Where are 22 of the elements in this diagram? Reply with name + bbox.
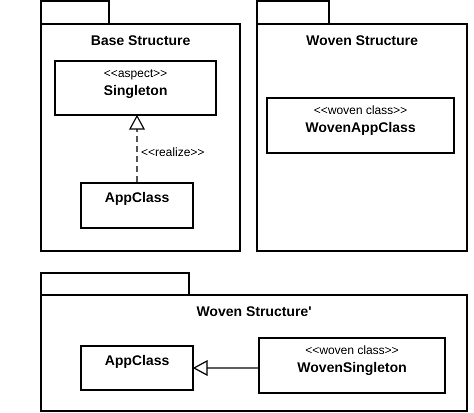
class-name: AppClass — [104, 188, 170, 206]
package-title: Base Structure — [90, 32, 192, 48]
package-title: Woven Structure' — [195, 303, 313, 319]
package-frame — [40, 272, 468, 412]
class-name: Singleton — [104, 81, 168, 99]
class-box — [54, 60, 217, 116]
stereotype-label: <<woven class>> — [314, 103, 408, 118]
package-frame — [40, 0, 241, 252]
edge-label: <<realize>> — [140, 145, 206, 159]
stereotype-label: <<aspect>> — [104, 66, 168, 81]
class-box — [258, 337, 446, 394]
class-name: WovenAppClass — [305, 118, 416, 136]
generalization-arrow — [193, 360, 258, 376]
class-box — [80, 345, 194, 391]
class-box — [266, 97, 455, 154]
realization-arrow — [129, 115, 145, 182]
package-frame — [256, 0, 468, 252]
package-title: Woven Structure — [305, 32, 419, 48]
stereotype-label: <<woven class>> — [305, 343, 399, 358]
class-box — [80, 182, 194, 229]
class-name: WovenSingleton — [297, 358, 407, 376]
class-name: AppClass — [104, 351, 170, 369]
